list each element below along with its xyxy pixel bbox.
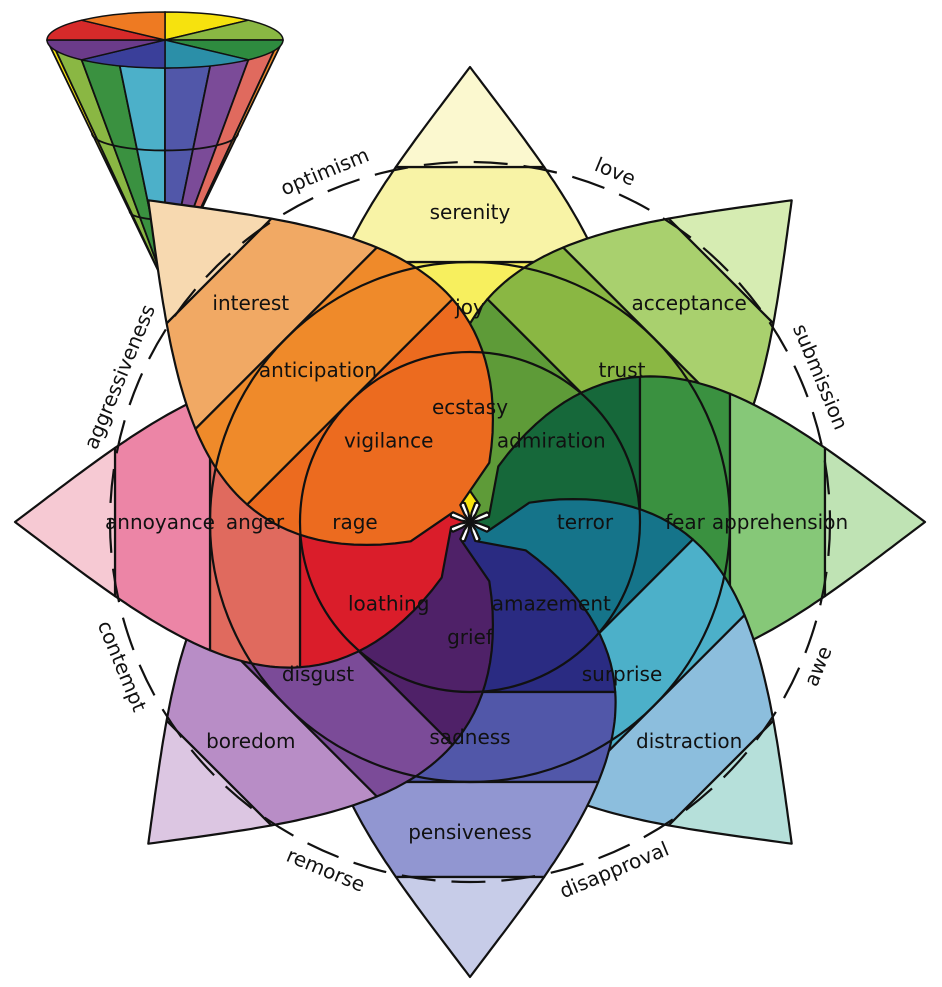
dyad-label: disapproval: [556, 837, 672, 904]
petal-sadness-band-3: [394, 875, 546, 979]
petal-trust-band-3: [667, 199, 793, 325]
dyad-label: submission: [788, 320, 853, 433]
petal-surprise-band-3: [667, 719, 793, 845]
emotion-label: acceptance: [632, 291, 747, 315]
emotion-label: anger: [226, 510, 285, 534]
emotion-label: terror: [557, 510, 614, 534]
emotion-label: disgust: [282, 662, 354, 686]
emotion-label: sadness: [429, 725, 510, 749]
petal-joy-band-3: [394, 65, 546, 169]
cone-top-wedge: [164, 19, 284, 41]
dyad-label: contempt: [93, 617, 152, 715]
petal-fear-band-3: [823, 446, 927, 598]
emotion-label: fear: [665, 510, 706, 534]
petal-anger-band-3: [13, 446, 117, 598]
petal-anticipation-band-3: [147, 199, 273, 325]
emotion-label: boredom: [206, 729, 295, 753]
ring-lines: [108, 160, 832, 884]
cone-band-line: [90, 132, 240, 152]
emotion-label: ecstasy: [432, 395, 508, 419]
cone-top-wedge: [164, 39, 249, 69]
cone-top-wedge: [164, 39, 284, 61]
outer-dashed-ring: [108, 160, 832, 884]
cone-top-wedge: [164, 11, 249, 41]
emotion-label: joy: [454, 295, 485, 319]
emotion-label: apprehension: [712, 510, 848, 534]
ring-circle-1: [208, 260, 732, 784]
cone-top-wedge: [81, 39, 166, 69]
emotion-label: grief: [447, 625, 494, 649]
emotion-label: serenity: [430, 200, 511, 224]
emotion-label: amazement: [492, 591, 611, 615]
emotion-label: anticipation: [259, 358, 377, 382]
dyad-label: optimism: [277, 142, 372, 200]
petal-anticipation: [147, 199, 494, 546]
emotion-label: annoyance: [105, 510, 215, 534]
petals: [13, 65, 927, 979]
cone-top-wedge: [46, 19, 166, 41]
cone-top-wedge: [46, 39, 166, 61]
emotion-label: interest: [212, 291, 289, 315]
emotion-label: admiration: [497, 429, 606, 453]
emotion-label: rage: [332, 510, 377, 534]
emotion-labels: ecstasy joy serenity admiration trust accepta…: [105, 200, 848, 844]
emotion-label: loathing: [348, 591, 430, 615]
emotion-label: pensiveness: [408, 820, 532, 844]
dyad-label: awe: [799, 643, 837, 690]
emotion-label: trust: [598, 358, 645, 382]
emotion-label: vigilance: [344, 429, 433, 453]
emotion-label: surprise: [582, 662, 663, 686]
petal-disgust-band-3: [147, 719, 273, 845]
emotion-label: distraction: [636, 729, 742, 753]
ring-circle-0: [298, 350, 642, 694]
cone-top-wedge: [81, 11, 166, 41]
